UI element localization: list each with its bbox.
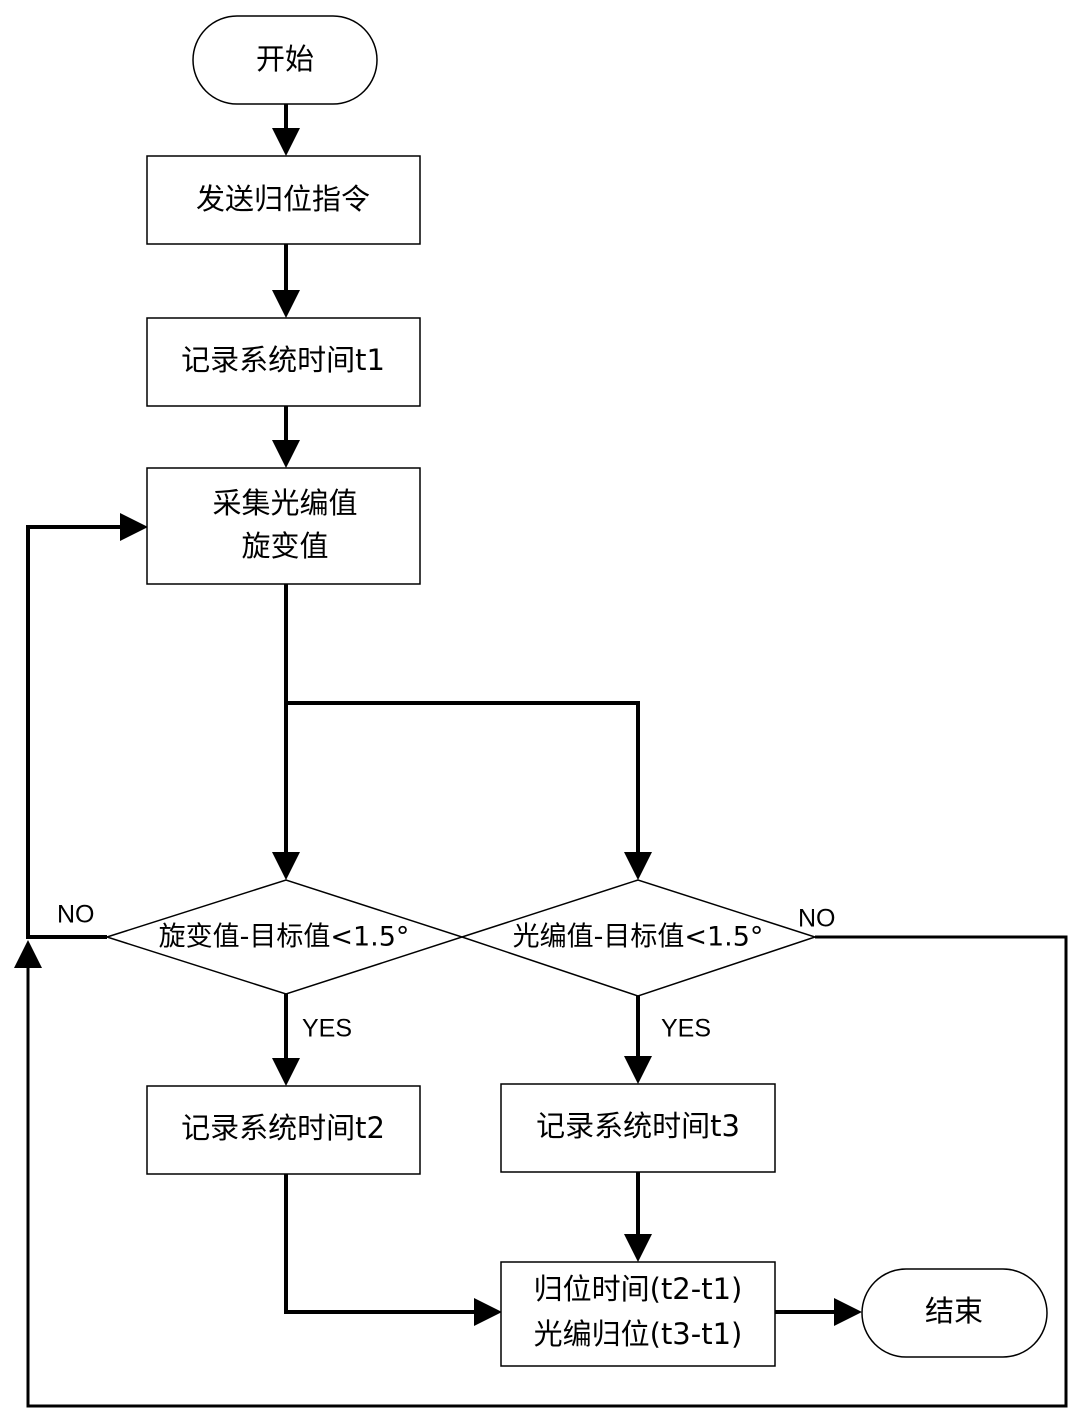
no-left-label: NO	[57, 901, 95, 929]
result-label-line2: 光编归位(t3-t1)	[534, 1317, 743, 1351]
collect-values-process: 采集光编值 旋变值	[146, 467, 421, 585]
yes-left-label: YES	[302, 1015, 352, 1043]
start-terminal: 开始	[192, 15, 378, 105]
record-t2-label: 记录系统时间t2	[181, 1111, 385, 1145]
edge-record-t1-to-collect	[272, 406, 300, 468]
send-command-process: 发送归位指令	[146, 155, 421, 245]
edge-result-to-end	[775, 1298, 862, 1326]
no-right-label: NO	[798, 905, 836, 933]
collect-values-label-line1: 采集光编值	[212, 486, 357, 520]
record-t1-label: 记录系统时间t1	[181, 343, 385, 377]
edge-record-t2-to-result	[284, 1174, 502, 1326]
result-process: 归位时间(t2-t1) 光编归位(t3-t1)	[500, 1261, 776, 1367]
result-label-line1: 归位时间(t2-t1)	[534, 1272, 743, 1306]
collect-values-label-line2: 旋变值	[241, 529, 328, 563]
yes-right-label: YES	[661, 1015, 711, 1043]
record-t3-label: 记录系统时间t3	[536, 1109, 740, 1143]
edge-no-right-loop	[14, 935, 1068, 1408]
end-label: 结束	[925, 1294, 983, 1328]
edge-collect-to-decisions	[272, 584, 652, 880]
edge-send-to-record-t1	[272, 244, 300, 318]
edge-yes-left	[272, 994, 300, 1086]
start-label: 开始	[256, 42, 314, 76]
resolver-decision: 旋变值-目标值<1.5°	[104, 879, 465, 995]
record-t2-process: 记录系统时间t2	[146, 1085, 421, 1175]
edge-start-to-send	[272, 104, 300, 156]
end-terminal: 结束	[861, 1268, 1048, 1358]
record-t1-process: 记录系统时间t1	[146, 317, 421, 407]
edge-record-t3-to-result	[624, 1172, 652, 1262]
send-command-label: 发送归位指令	[196, 182, 370, 216]
encoder-decision: 光编值-目标值<1.5°	[459, 879, 818, 997]
edge-yes-right	[624, 996, 652, 1084]
resolver-decision-label: 旋变值-目标值<1.5°	[159, 922, 410, 953]
edge-no-left-loop	[26, 513, 148, 939]
record-t3-process: 记录系统时间t3	[500, 1083, 776, 1173]
encoder-decision-label: 光编值-目标值<1.5°	[513, 922, 764, 953]
